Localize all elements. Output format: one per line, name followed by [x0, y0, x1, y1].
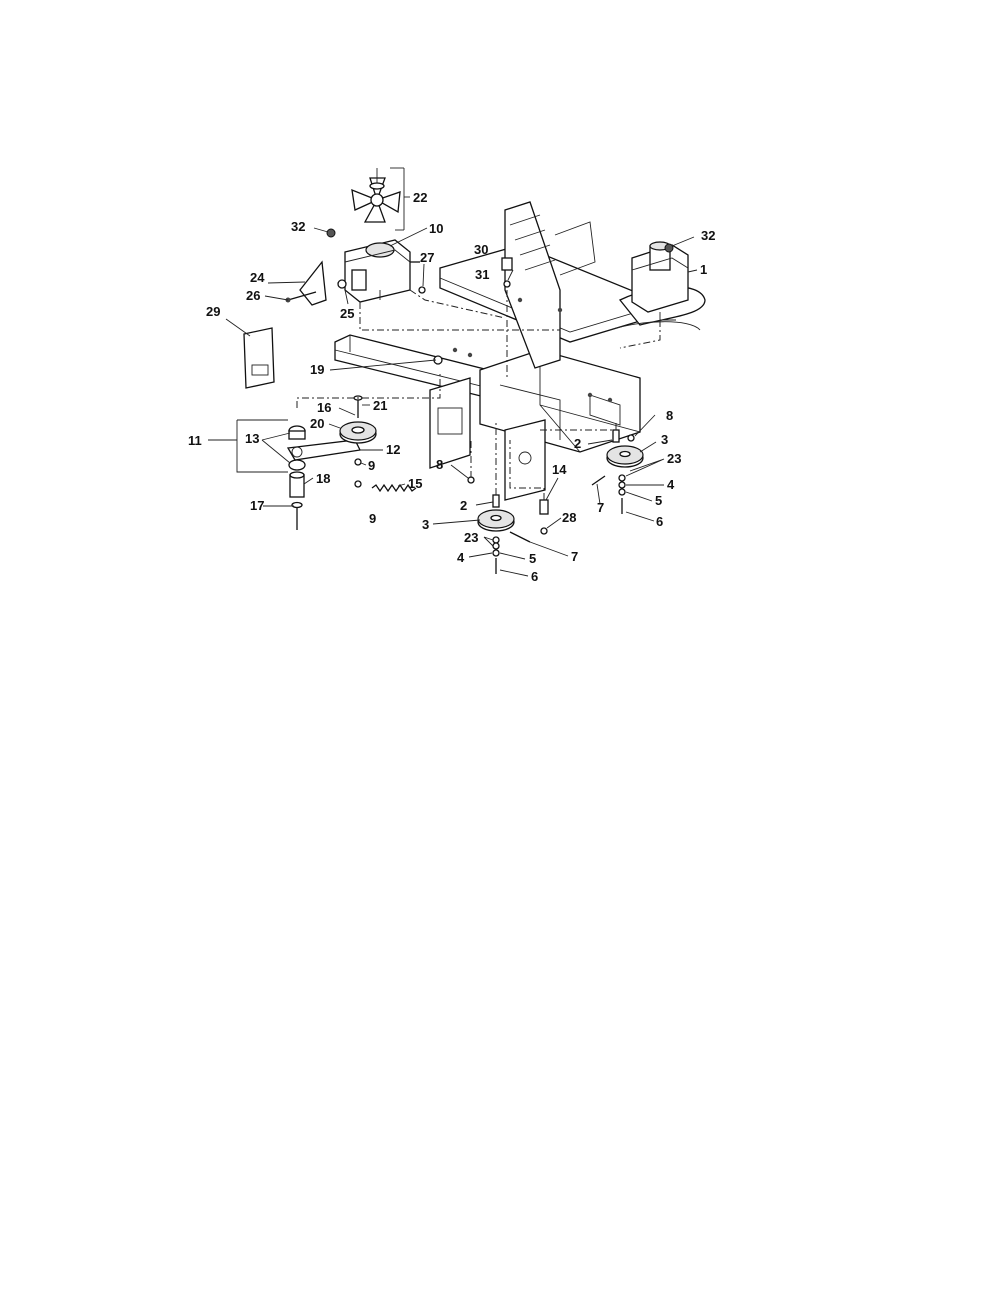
callout-9-upper: 9 — [368, 458, 375, 473]
callout-31: 31 — [475, 267, 489, 282]
main-frame — [334, 201, 706, 501]
idler-assembly — [286, 395, 417, 530]
callout-4-right: 4 — [667, 477, 675, 492]
callout-27: 27 — [420, 250, 434, 265]
callout-18: 18 — [316, 471, 330, 486]
callout-1: 1 — [700, 262, 707, 277]
callout-2-right: 2 — [574, 436, 581, 451]
callout-7-right: 7 — [597, 500, 604, 515]
mount-bracket — [285, 260, 327, 306]
right-pulley — [591, 429, 644, 514]
callout-22: 22 — [413, 190, 427, 205]
cooling-fan — [351, 167, 405, 231]
callout-19: 19 — [310, 362, 324, 377]
callout-9-lower: 9 — [369, 511, 376, 526]
callout-8-left: 8 — [436, 457, 443, 472]
hardware — [326, 228, 674, 535]
callout-10: 10 — [429, 221, 443, 236]
callout-26: 26 — [246, 288, 260, 303]
callout-24: 24 — [250, 270, 265, 285]
reference-lines — [296, 289, 661, 500]
callout-29: 29 — [206, 304, 220, 319]
callout-labels: 32 22 10 30 32 1 27 31 24 26 25 29 19 16… — [188, 190, 715, 584]
callout-3-left: 3 — [422, 517, 429, 532]
callout-15: 15 — [408, 476, 422, 491]
callout-11: 11 — [188, 433, 202, 448]
callout-28: 28 — [562, 510, 576, 525]
callout-5-left: 5 — [529, 551, 536, 566]
callout-16: 16 — [317, 400, 331, 415]
left-transaxle — [344, 239, 420, 303]
callout-13: 13 — [245, 431, 259, 446]
left-pulley — [477, 494, 531, 574]
callout-17: 17 — [250, 498, 264, 513]
callout-32-left: 32 — [291, 219, 305, 234]
leader-lines — [208, 196, 698, 577]
callout-21: 21 — [373, 398, 387, 413]
callout-14: 14 — [552, 462, 567, 477]
callout-23-left: 23 — [464, 530, 478, 545]
callout-2-left: 2 — [460, 498, 467, 513]
callout-5-right: 5 — [655, 493, 662, 508]
callout-4-left: 4 — [457, 550, 465, 565]
callout-12: 12 — [386, 442, 400, 457]
decal — [243, 327, 275, 389]
callout-6-right: 6 — [656, 514, 663, 529]
callout-23-right: 23 — [667, 451, 681, 466]
callout-8-right: 8 — [666, 408, 673, 423]
callout-6-left: 6 — [531, 569, 538, 584]
callout-32-right: 32 — [701, 228, 715, 243]
callout-7-left: 7 — [571, 549, 578, 564]
callout-20: 20 — [310, 416, 324, 431]
callout-3-right: 3 — [661, 432, 668, 447]
callout-25: 25 — [340, 306, 354, 321]
right-transaxle — [631, 241, 689, 321]
callout-30: 30 — [474, 242, 488, 257]
